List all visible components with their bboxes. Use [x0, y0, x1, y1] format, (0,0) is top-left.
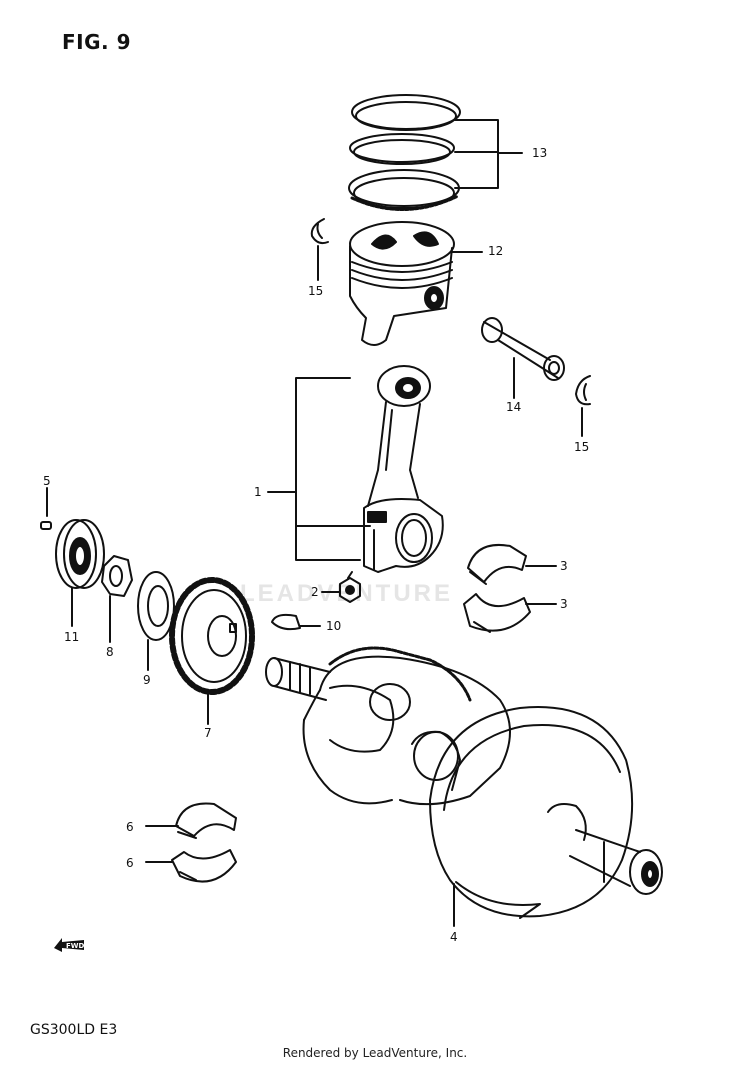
render-credit: Rendered by LeadVenture, Inc. [282, 1046, 468, 1060]
callout-1[interactable]: 1 [254, 485, 262, 499]
forward-arrow-icon: FWD [54, 938, 85, 952]
piston[interactable] [349, 221, 455, 346]
callout-8[interactable]: 8 [106, 645, 114, 659]
conrod-bearing-lower[interactable] [463, 593, 531, 633]
model-code: GS300LD E3 [30, 1022, 118, 1038]
callout-7[interactable]: 7 [204, 726, 212, 740]
leader-13 [454, 119, 499, 189]
callout-4[interactable]: 4 [450, 930, 458, 944]
callout-13[interactable]: 13 [532, 146, 548, 160]
washer[interactable] [137, 571, 175, 641]
callout-14[interactable]: 14 [506, 400, 522, 414]
crank-gear[interactable] [169, 577, 255, 695]
oil-seal[interactable] [55, 519, 105, 589]
key[interactable] [271, 613, 301, 631]
main-bearing-upper[interactable] [175, 802, 237, 839]
piston-pin[interactable] [481, 317, 565, 381]
callout-10[interactable]: 10 [326, 619, 342, 633]
watermark: LEADVENTURE [240, 580, 453, 608]
callout-6-upper[interactable]: 6 [126, 820, 134, 834]
callout-15-left[interactable]: 15 [308, 284, 324, 298]
crankshaft[interactable] [265, 646, 663, 919]
leader-1b [295, 493, 361, 561]
dowel-pin[interactable] [40, 521, 52, 530]
rod-nut[interactable] [339, 571, 361, 603]
callout-3-upper[interactable]: 3 [560, 559, 568, 573]
callout-12[interactable]: 12 [488, 244, 504, 258]
connecting-rod[interactable] [363, 365, 444, 573]
callout-9[interactable]: 9 [143, 673, 151, 687]
callout-6-lower[interactable]: 6 [126, 856, 134, 870]
leader-1 [295, 377, 351, 495]
circlip-left[interactable] [310, 218, 329, 245]
callout-11[interactable]: 11 [64, 630, 80, 644]
callout-2[interactable]: 2 [311, 585, 319, 599]
callout-5[interactable]: 5 [43, 474, 51, 488]
circlip-right[interactable] [575, 375, 591, 406]
main-bearing-lower[interactable] [171, 849, 237, 883]
hex-nut[interactable] [101, 555, 133, 597]
conrod-bearing-upper[interactable] [467, 544, 527, 585]
callout-15-right[interactable]: 15 [574, 440, 590, 454]
callout-3-lower[interactable]: 3 [560, 597, 568, 611]
fwd-label: FWD [66, 942, 85, 950]
piston-rings[interactable] [348, 94, 461, 211]
figure-title: FIG. 9 [62, 30, 131, 54]
